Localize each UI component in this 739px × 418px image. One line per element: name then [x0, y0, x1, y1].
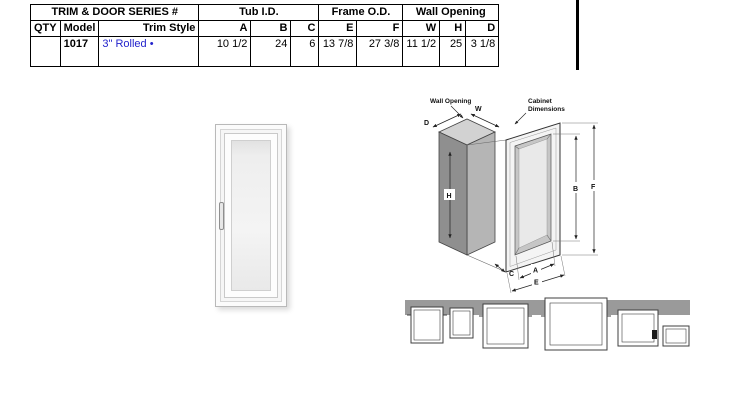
interior-corner-line — [546, 234, 552, 242]
ext-line-e — [560, 255, 566, 277]
cell-b: 24 — [250, 36, 292, 67]
header-trim-door-series: TRIM & DOOR SERIES # — [29, 4, 200, 21]
cell-c: 6 — [290, 36, 320, 67]
table-row: 1017 3" Rolled • 10 1/2 24 6 13 7/8 27 3… — [30, 36, 500, 67]
cabinet-glass-panel — [231, 140, 271, 291]
page-divider-line — [576, 0, 579, 70]
cell-qty — [30, 36, 61, 67]
dim-label-f: F — [591, 184, 596, 191]
group-header-row: TRIM & DOOR SERIES # Tub I.D. Frame O.D.… — [29, 4, 500, 21]
column-header-row: QTY Model Trim Style A B C E F W H D — [30, 20, 500, 37]
header-frame-od: Frame O.D. — [318, 4, 404, 21]
handle-mark-icon — [652, 330, 657, 339]
cabinet-dimensions-label-line1: Cabinet — [528, 98, 553, 105]
dim-label-c: C — [509, 271, 514, 278]
interior-corner-line — [514, 247, 520, 256]
dim-label-a: A — [533, 268, 538, 275]
col-header-b: B — [250, 20, 292, 37]
col-header-model: Model — [59, 20, 100, 37]
cabinet-profiles — [410, 297, 690, 351]
ext-line-a — [551, 241, 556, 267]
col-header-trim-style: Trim Style — [98, 20, 200, 37]
isometric-diagram: Wall Opening Cabinet Dimensions D W H — [424, 98, 600, 294]
cabinet-door — [224, 133, 278, 298]
dim-label-w: W — [475, 106, 482, 113]
mounting-profiles-drawing — [405, 297, 690, 351]
spec-table: TRIM & DOOR SERIES # Tub I.D. Frame O.D.… — [29, 4, 500, 67]
dim-label-e: E — [534, 280, 539, 287]
col-header-a: A — [198, 20, 252, 37]
cabinet-back-panel — [518, 138, 548, 249]
interior-corner-line — [514, 145, 520, 150]
flange-lips — [407, 314, 611, 317]
dim-label-e-bg — [532, 276, 542, 286]
cell-a: 10 1/2 — [198, 36, 252, 67]
dim-label-h: H — [447, 193, 452, 200]
interior-corner-line — [546, 133, 552, 140]
col-header-qty: QTY — [30, 20, 61, 37]
dim-label-f-bg — [588, 180, 600, 191]
cell-f: 27 3/8 — [356, 36, 404, 67]
dim-label-h-bg — [444, 189, 455, 200]
dim-line-d — [432, 113, 462, 128]
col-header-f: F — [356, 20, 404, 37]
cabinet-dimensions-label-line2: Dimensions — [528, 106, 565, 113]
dim-line-c — [494, 263, 506, 273]
col-header-c: C — [290, 20, 320, 37]
col-header-e: E — [318, 20, 358, 37]
col-header-d: D — [465, 20, 500, 37]
cell-w: 11 1/2 — [402, 36, 441, 67]
cell-trim-style: 3" Rolled • — [98, 36, 200, 67]
cabinet-dimensions-pointer-line — [514, 112, 527, 125]
ext-line-e — [506, 272, 512, 294]
cell-h: 25 — [439, 36, 467, 67]
cabinet-photo — [215, 124, 287, 307]
dim-label-a-bg — [531, 264, 541, 274]
dim-label-b: B — [573, 186, 578, 193]
wall-opening-label: Wall Opening — [430, 98, 471, 105]
flange-rolled-edge — [509, 127, 557, 267]
header-tub-id: Tub I.D. — [198, 4, 320, 21]
col-header-h: H — [439, 20, 467, 37]
tub-top-edge — [466, 139, 507, 146]
col-header-w: W — [402, 20, 441, 37]
door-handle-icon — [219, 201, 224, 230]
dim-label-b-bg — [570, 182, 582, 193]
wall-block-right-face — [466, 131, 496, 256]
cell-model: 1017 — [59, 36, 100, 67]
cell-e: 13 7/8 — [318, 36, 358, 67]
dim-label-d: D — [424, 120, 429, 127]
tub-bottom-edge — [466, 254, 507, 273]
dim-line-w — [470, 113, 500, 128]
cell-d: 3 1/8 — [465, 36, 500, 67]
header-wall-opening: Wall Opening — [402, 4, 500, 21]
cabinet-trim-frame — [219, 129, 282, 302]
